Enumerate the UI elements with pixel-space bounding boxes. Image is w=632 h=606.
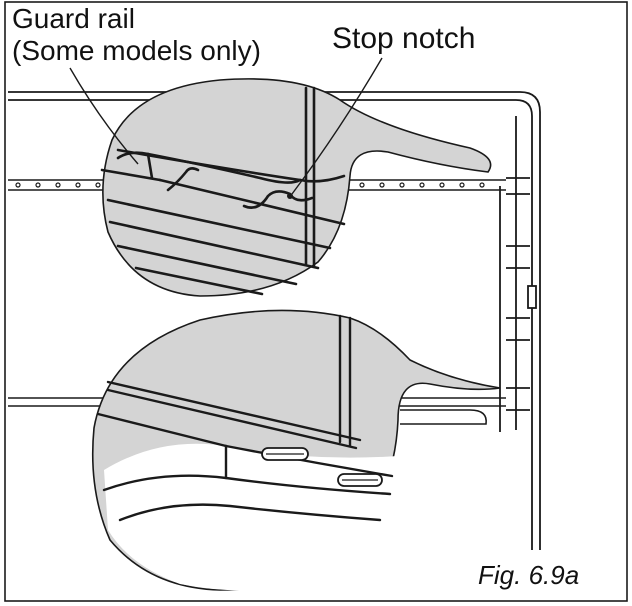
figure-caption: Fig. 6.9a [478,560,579,590]
leader-lines [69,57,383,195]
side-runners [506,177,537,411]
guard-rail-leader [69,67,139,165]
lower-magnifier [91,309,501,591]
guard-rail-note: (Some models only) [12,35,261,66]
guard-rail-label: Guard rail [12,3,135,34]
figure-frame [4,1,628,602]
stop-notch-leader [291,57,383,195]
stop-notch-label: Stop notch [332,22,475,55]
oven-cavity [8,91,541,550]
upper-shelf-holes [15,182,485,188]
